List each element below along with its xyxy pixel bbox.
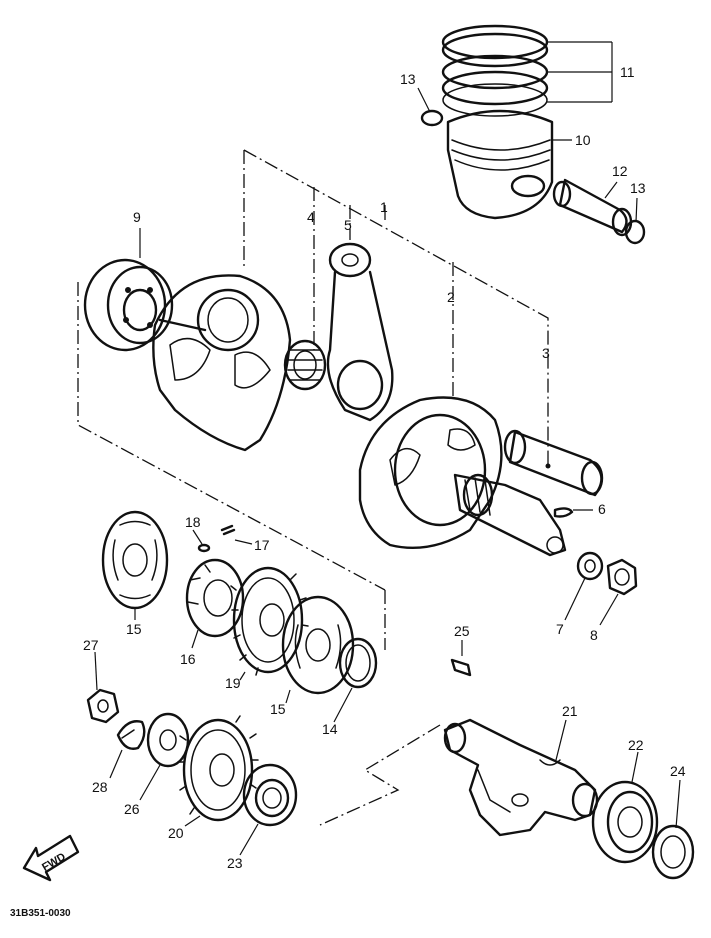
balancer-key[interactable] xyxy=(450,658,472,677)
callout-18: 18 xyxy=(185,514,201,530)
crankshaft-drive-side[interactable] xyxy=(453,473,567,557)
lock-washer[interactable] xyxy=(116,720,146,750)
callout-28: 28 xyxy=(92,779,108,795)
balancer-bearing-right[interactable] xyxy=(591,780,659,864)
crank-bearing-left[interactable] xyxy=(83,258,174,352)
callout-13-upper: 13 xyxy=(400,71,416,87)
woodruff-key[interactable] xyxy=(553,507,574,518)
spacer-plate-upper[interactable] xyxy=(101,510,169,610)
connecting-rod[interactable] xyxy=(326,242,394,422)
diagram-code: 31B351-0030 xyxy=(10,908,71,919)
shaft-alignment-line xyxy=(319,724,441,826)
crank-web-right[interactable] xyxy=(358,396,503,550)
plain-washer[interactable] xyxy=(146,712,190,768)
ratchet-plate[interactable] xyxy=(185,558,245,638)
callout-6: 6 xyxy=(598,501,606,517)
leader-lines xyxy=(94,41,681,856)
callout-26: 26 xyxy=(124,801,140,817)
balancer-bearing-left[interactable] xyxy=(242,763,298,827)
callout-3: 3 xyxy=(542,345,550,361)
callout-15-lower: 15 xyxy=(270,701,286,717)
crank-washer[interactable] xyxy=(576,551,604,581)
callout-9: 9 xyxy=(133,209,141,225)
callout-24: 24 xyxy=(670,763,686,779)
crank-pin[interactable] xyxy=(503,429,604,497)
callout-5: 5 xyxy=(344,217,352,233)
callout-1: 1 xyxy=(380,199,388,215)
oil-seal[interactable] xyxy=(651,824,695,880)
callout-16: 16 xyxy=(180,651,196,667)
crank-nut[interactable] xyxy=(606,558,638,596)
callout-14: 14 xyxy=(322,721,338,737)
assembly-frame-lines xyxy=(77,149,549,650)
callout-22: 22 xyxy=(628,737,644,753)
balancer-drive-gear[interactable] xyxy=(177,715,259,822)
callout-4: 4 xyxy=(307,209,315,225)
callout-7: 7 xyxy=(556,621,564,637)
thrust-washer[interactable] xyxy=(338,637,378,689)
callout-8: 8 xyxy=(590,627,598,643)
piston-pin-clip-upper[interactable] xyxy=(420,109,444,127)
crank-web-left[interactable] xyxy=(152,274,292,452)
callout-11: 11 xyxy=(620,64,635,80)
callout-23: 23 xyxy=(227,855,243,871)
balancer-shaft[interactable] xyxy=(443,718,599,837)
callout-25: 25 xyxy=(454,623,470,639)
fwd-label: FWD xyxy=(40,851,68,874)
pawl-pin[interactable] xyxy=(197,543,211,553)
callout-27: 27 xyxy=(83,637,99,653)
callout-12: 12 xyxy=(612,163,628,179)
callout-15-upper: 15 xyxy=(126,621,142,637)
piston-ring-set[interactable] xyxy=(441,24,549,117)
callout-10: 10 xyxy=(575,132,591,148)
driven-gear-upper[interactable] xyxy=(230,566,309,676)
pawl-spring[interactable] xyxy=(220,524,236,536)
spacer-plate-lower[interactable] xyxy=(281,595,355,695)
callout-21: 21 xyxy=(562,703,578,719)
needle-bearing[interactable] xyxy=(283,339,327,391)
piston-pin-clip-right[interactable] xyxy=(624,219,646,245)
piston[interactable] xyxy=(446,109,554,220)
callout-19: 19 xyxy=(225,675,241,691)
callout-labels: 1 2 3 4 5 6 7 8 9 10 11 12 13 13 14 15 1… xyxy=(83,64,686,871)
piston-pin[interactable] xyxy=(552,178,633,237)
callout-13-right: 13 xyxy=(630,180,646,196)
callout-2: 2 xyxy=(447,289,455,305)
forward-arrow-icon: FWD xyxy=(22,834,80,882)
callout-20: 20 xyxy=(168,825,184,841)
balancer-nut[interactable] xyxy=(86,688,120,724)
callout-17: 17 xyxy=(254,537,270,553)
